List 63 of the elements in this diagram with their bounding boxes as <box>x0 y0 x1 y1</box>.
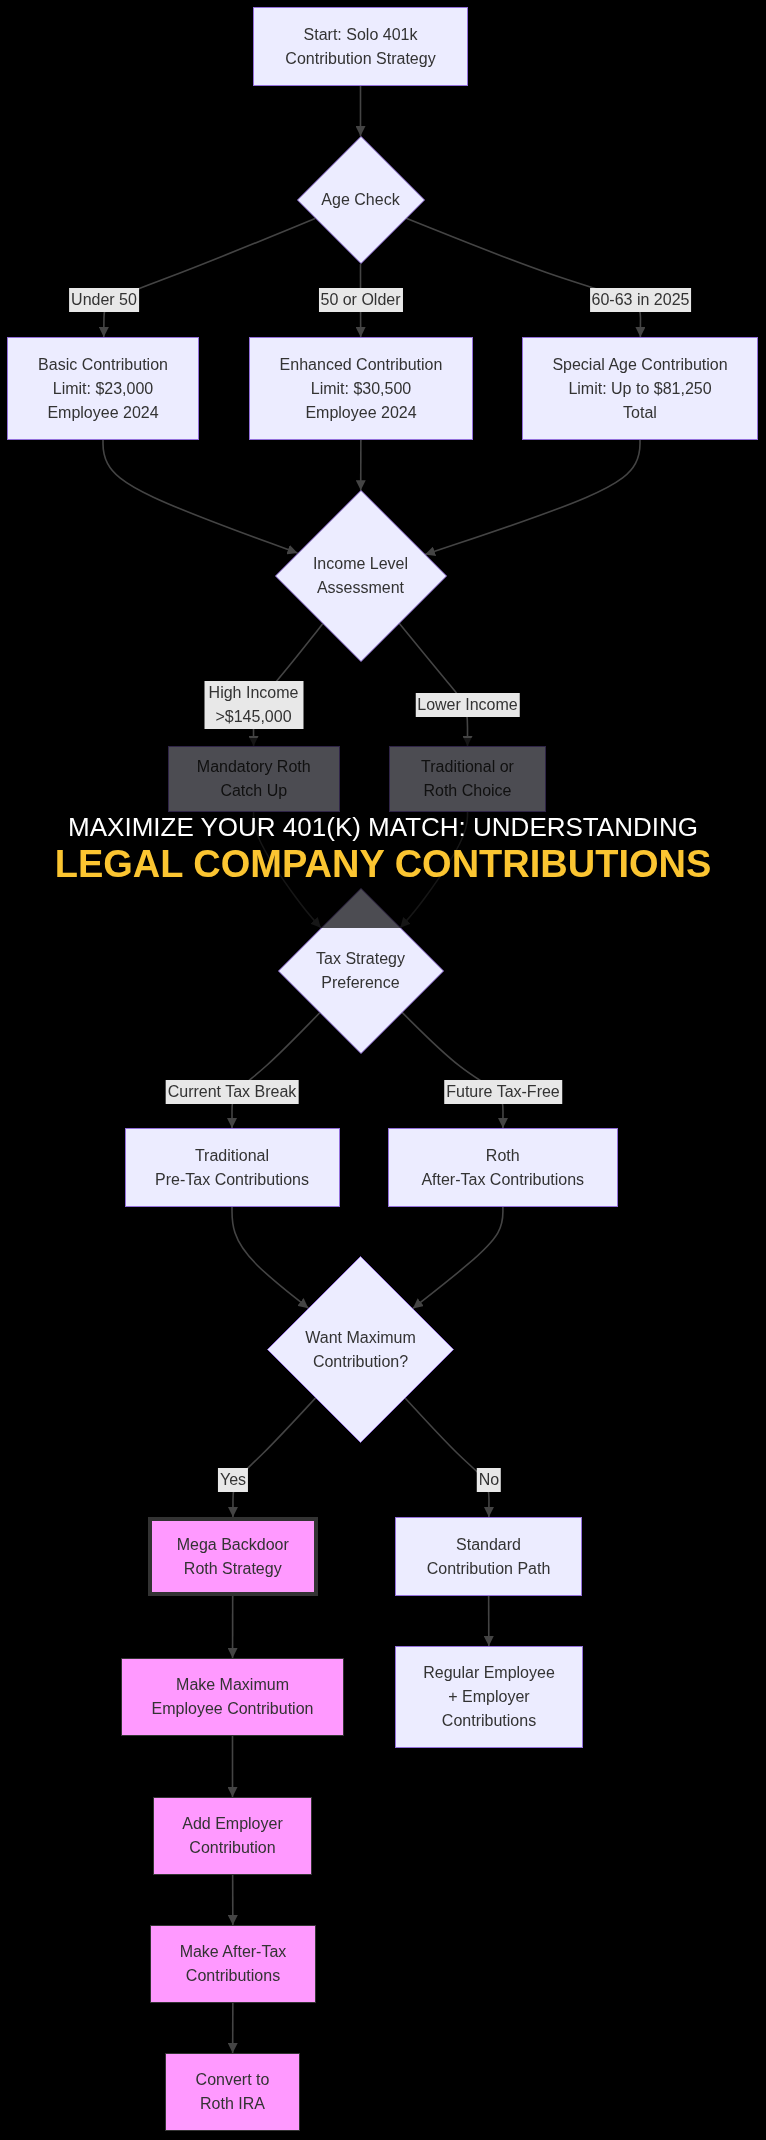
node-label: Pre-Tax Contributions <box>155 1169 309 1190</box>
process-box <box>395 1517 582 1596</box>
node-label: Special Age Contribution Limit: Up to $81,250 Total <box>551 354 729 423</box>
node-label: Add Employer Contribution <box>181 1814 284 1858</box>
process-box <box>167 746 340 812</box>
process-box <box>124 1128 340 1207</box>
process-box <box>121 1658 344 1736</box>
node-label: Tax Strategy Preference <box>315 949 406 993</box>
arrow <box>227 1595 238 1659</box>
arrow <box>355 439 366 492</box>
arrow <box>252 811 322 929</box>
process-box <box>253 7 468 86</box>
node-label: Traditional <box>194 1145 270 1166</box>
node-label: Basic Contribution Limit: $23,000 Employee 2024 <box>37 354 169 423</box>
node-label: Start: Solo 401k Contribution Strategy <box>284 24 437 69</box>
node-label: Mega Backdoor Roth Strategy <box>175 1534 290 1579</box>
edge-label: No <box>476 1468 502 1492</box>
node-label: Make Maximum Employee Contribution <box>150 1675 315 1719</box>
page-title: MAXIMIZE YOUR 401(K) MATCH: UNDERSTANDING LEGAL COMPANY CONTRIBUTIONS <box>53 812 713 886</box>
arrow <box>483 1595 494 1647</box>
arrow <box>412 1206 504 1310</box>
node-label: After-Tax Contributions <box>421 1169 585 1190</box>
process-box <box>7 337 199 440</box>
edge-label: Under 50 <box>69 288 139 312</box>
arrow <box>227 1874 238 1926</box>
arrow <box>227 1735 238 1798</box>
node-label: Convert to Roth IRA <box>194 2070 271 2114</box>
edge-label: High Income >$145,000 <box>204 681 303 729</box>
arrow <box>102 439 299 555</box>
node-label: Mandatory Roth Catch Up <box>195 757 312 801</box>
edge-label: Future Tax-Free <box>444 1080 562 1104</box>
decision-diamond <box>267 1256 454 1443</box>
process-box <box>150 1925 316 2003</box>
node-label: Regular Employee + Employer Contributions <box>422 1663 556 1731</box>
edge-label: 50 or Older <box>318 288 403 312</box>
arrow <box>355 85 366 137</box>
edge-label: Yes <box>217 1468 249 1492</box>
edge-label: Lower Income <box>415 693 520 717</box>
decision-diamond <box>296 136 425 264</box>
node-label: Enhanced Contribution Limit: $30,500 Employee 2024 <box>278 354 444 423</box>
node-label: Income Level Assessment <box>311 554 410 598</box>
node-label: Roth <box>485 1145 520 1166</box>
decision-diamond <box>277 888 444 1054</box>
arrow <box>424 439 641 557</box>
node-label: Traditional or Roth Choice <box>420 757 515 801</box>
arrow <box>231 1206 310 1309</box>
node-label: Standard Contribution Path <box>425 1534 552 1579</box>
process-box <box>148 1517 318 1596</box>
node-label: Age Check <box>321 190 400 210</box>
arrow <box>399 811 469 929</box>
process-box <box>153 1797 312 1875</box>
process-box <box>165 2053 300 2131</box>
process-box <box>249 337 473 440</box>
decision-diamond <box>274 490 447 662</box>
process-box <box>388 1128 618 1207</box>
process-box <box>389 746 546 812</box>
process-box <box>522 337 758 440</box>
node-label: Make After-Tax Contributions <box>178 1942 288 1986</box>
process-box <box>395 1646 583 1748</box>
arrow <box>227 2002 238 2054</box>
edge-label: Current Tax Break <box>165 1080 299 1104</box>
node-label: Want Maximum Contribution? <box>304 1327 417 1372</box>
edge-label: 60-63 in 2025 <box>589 288 692 312</box>
